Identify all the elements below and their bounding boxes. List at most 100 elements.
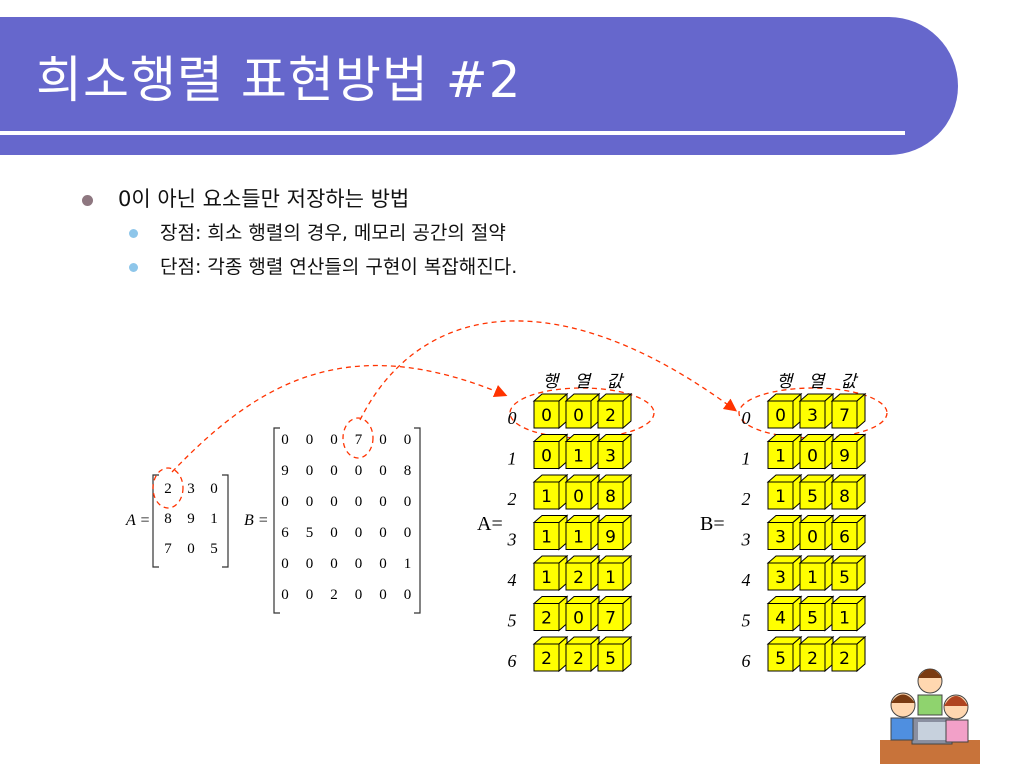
highlight-circle-b [342,417,374,459]
bullet-advantage: 장점: 희소 행렬의 경우, 메모리 공간의 절약 [78,216,517,250]
table-b-cell: 4 [766,595,803,632]
table-b-cell: 8 [830,473,867,511]
matrix-b-cell: 0 [306,556,314,572]
table-b-header-0: 행 [777,372,795,391]
table-b-cell-value: 5 [839,568,850,588]
matrix-b-cell: 7 [355,432,363,448]
table-b-cell-value: 1 [775,447,786,467]
bullet-advantage-text: 장점: 희소 행렬의 경우, 메모리 공간의 절약 [160,222,506,244]
table-a-label: A= [477,513,503,535]
matrix-b-cell: 0 [379,556,387,572]
table-a-cell-value: 8 [605,487,616,507]
matrix-b-cell: 8 [404,463,412,479]
bullet-dot-icon [129,263,138,272]
table-b-cell: 2 [798,635,835,673]
table-b-cell-value: 5 [807,487,818,507]
table-b-row-index: 5 [742,611,751,631]
table-b-row-index: 6 [742,651,751,671]
table-b-cell: 2 [830,635,867,673]
table-a-row-index: 2 [508,489,517,509]
matrix-a-cell: 2 [164,481,172,497]
table-a-cell-value: 1 [541,528,552,548]
title-underline [0,131,905,135]
table-b-cell-value: 0 [807,447,818,467]
table-a-cell: 0 [532,392,569,430]
table-b-cell-value: 1 [807,568,818,588]
matrix-b-left-bracket [273,427,280,614]
table-a-cell-value: 2 [573,649,584,669]
table-a-cell: 1 [596,554,633,592]
bullet-dot-icon [129,229,138,238]
highlight-circle-a [152,467,184,509]
table-a-cell-value: 0 [573,487,584,507]
matrix-b-cell: 0 [379,463,387,479]
matrix-b-cell: 0 [379,587,387,603]
table-a-cell-value: 0 [541,406,552,426]
bullet-disadvantage-text: 단점: 각종 행렬 연산들의 구현이 복잡해진다. [160,256,518,278]
table-a-row-index: 3 [507,530,517,550]
table-b-cell: 3 [766,554,803,592]
table-b-row-index: 2 [742,489,751,509]
table-b-cell: 0 [798,514,835,551]
bullet-list: 0이 아닌 요소들만 저장하는 방법 장점: 희소 행렬의 경우, 메모리 공간… [78,182,517,284]
matrix-a-cell: 8 [164,511,172,527]
table-a-row-index: 1 [508,449,517,469]
table-b-cell-value: 7 [839,406,850,426]
table-b-cell-value: 3 [775,528,786,548]
table-a-cell-value: 2 [573,568,584,588]
table-a-cell-value: 1 [541,487,552,507]
table-a-cell: 1 [564,514,601,551]
table-a-cell-value: 0 [541,447,552,467]
table-a-cell: 5 [596,635,633,673]
table-a-cell: 3 [596,433,633,470]
table-a-cell: 8 [596,473,633,511]
table-b-cell: 0 [766,392,803,430]
table-a-cell: 0 [532,433,569,470]
matrix-b-cell: 0 [306,432,314,448]
matrix-a-cell: 3 [187,481,195,497]
table-b-cell: 9 [830,433,867,470]
table-a-cell-value: 5 [605,649,616,669]
table-b-cell: 5 [798,595,835,632]
table-a-cell-value: 2 [605,406,616,426]
table-b-cell: 7 [830,392,867,430]
bullet-main: 0이 아닌 요소들만 저장하는 방법 [78,182,517,216]
table-b-cell-value: 4 [775,609,786,629]
table-b-cell: 1 [766,473,803,511]
table-b-cell-value: 0 [807,528,818,548]
table-a-cell-value: 1 [573,528,584,548]
table-a-cell-value: 1 [573,447,584,467]
table-b-cell-value: 0 [775,406,786,426]
table-a-cell: 0 [564,595,601,632]
table-a-row-index: 0 [508,408,517,428]
matrix-b-right-bracket [414,427,421,614]
matrix-a-cell: 0 [210,481,218,497]
table-b-cell-value: 9 [839,447,850,467]
table-b-cell: 5 [798,473,835,511]
matrix-a-cell: 0 [187,541,195,557]
table-a-row-index: 6 [508,651,517,671]
table-a-cell-value: 9 [605,528,616,548]
matrix-b-cell: 0 [306,494,314,510]
table-b-cell: 1 [798,554,835,592]
table-b-row-index: 4 [742,570,751,590]
table-b-cell-value: 3 [775,568,786,588]
table-b-cell-value: 1 [839,609,850,629]
matrix-b-cell: 0 [306,587,314,603]
table-b-cell: 1 [766,433,803,470]
table-a-cell: 2 [596,392,633,430]
table-b-label: B= [700,513,725,535]
matrix-b-cell: 1 [404,556,412,572]
matrix-b-cell: 0 [379,525,387,541]
table-a-header-1: 열 [575,372,592,391]
table-a-cell: 0 [564,473,601,511]
bullet-dot-icon [82,195,93,206]
table-a-cell: 1 [564,433,601,470]
table-b-header-1: 열 [809,372,826,391]
table-b-row-index: 1 [742,449,751,469]
matrix-b-cell: 0 [379,432,387,448]
matrix-b-cell: 0 [404,432,412,448]
